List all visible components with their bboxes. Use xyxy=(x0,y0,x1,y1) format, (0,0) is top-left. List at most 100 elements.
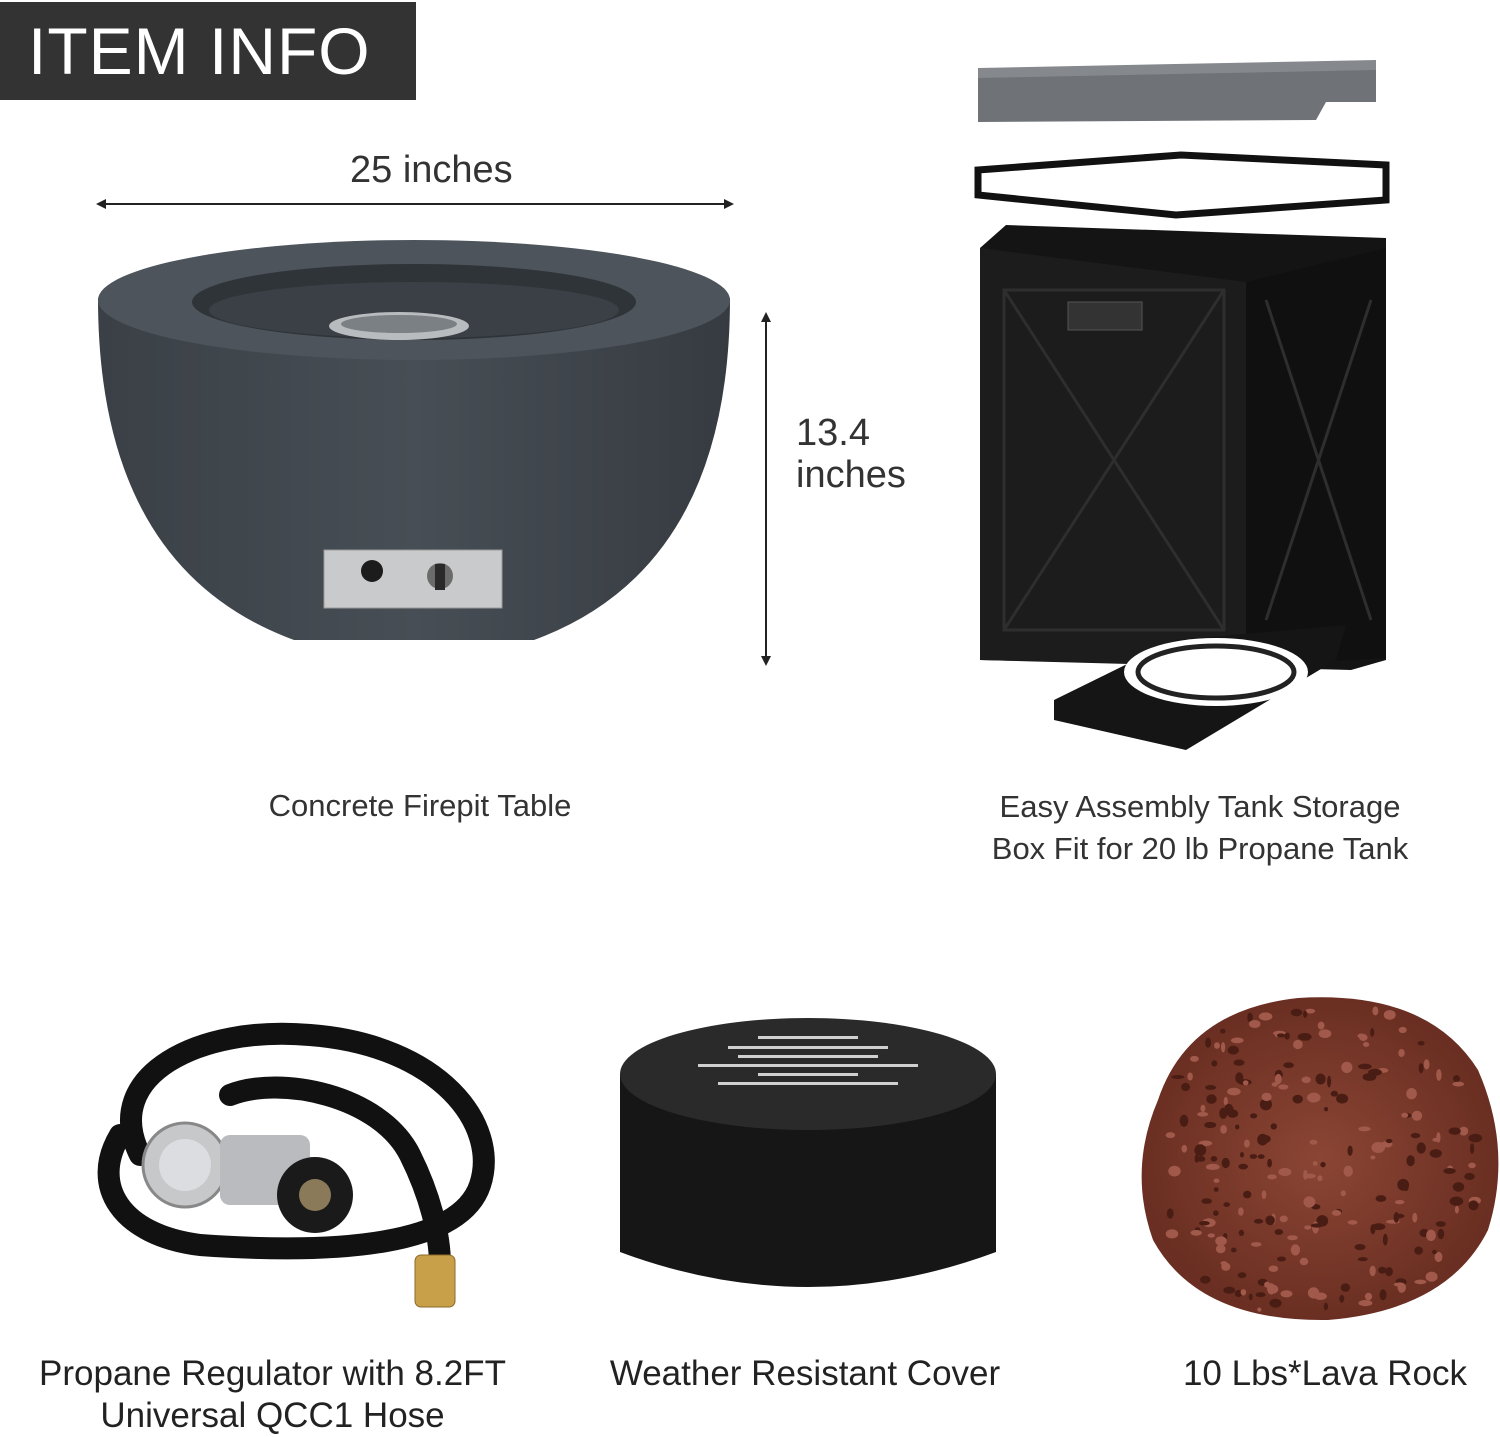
lava-rock-texture xyxy=(1257,1307,1262,1312)
lava-rock-texture xyxy=(1207,1233,1215,1238)
lava-rock-texture xyxy=(1287,1235,1298,1241)
lava-rock-texture xyxy=(1205,1037,1212,1048)
lava-rock-texture xyxy=(1347,1145,1353,1156)
lava-rock-texture xyxy=(1418,1063,1424,1074)
lava-rock-texture xyxy=(1240,1152,1244,1158)
lava-rock-texture xyxy=(1255,1292,1266,1298)
lava-rock-texture xyxy=(1181,1144,1188,1153)
lava-rock-texture xyxy=(1318,1029,1332,1038)
lava-rock-texture xyxy=(1280,1290,1293,1298)
lava-rock-texture xyxy=(1331,1210,1342,1216)
lava-rock-texture xyxy=(1242,1080,1249,1086)
lava-rock-texture xyxy=(1354,1244,1366,1251)
lava-rock-texture xyxy=(1283,1062,1294,1069)
lava-rock-texture xyxy=(1181,1082,1191,1092)
lava-rock-texture xyxy=(1432,1137,1441,1142)
lava-rock-texture xyxy=(1223,1202,1230,1207)
lava-rock-texture xyxy=(1238,1163,1248,1170)
lava-rock-texture xyxy=(1406,1088,1417,1100)
lava-rock-texture xyxy=(1224,1103,1234,1116)
lava-rock-texture xyxy=(1201,1198,1212,1204)
lava-rock-texture xyxy=(1197,1156,1206,1162)
lava-rock-texture xyxy=(1267,1174,1277,1180)
lava-rock-texture xyxy=(1470,1143,1475,1154)
lava-rock-texture xyxy=(1204,1121,1217,1129)
lava-rock-texture xyxy=(1364,1292,1373,1301)
lava-rock-texture xyxy=(1312,1161,1318,1166)
lava-rock-texture xyxy=(1198,1221,1210,1226)
lava-rock-texture xyxy=(1214,1042,1220,1049)
lava-rock-texture xyxy=(1369,1265,1376,1277)
lava-rock-texture xyxy=(1385,1138,1393,1144)
lava-rock-texture xyxy=(1211,1060,1218,1067)
lava-rock-texture xyxy=(1200,1104,1206,1113)
lava-rock-texture xyxy=(1358,1063,1372,1070)
lava-rock-texture xyxy=(1452,1081,1465,1087)
lava-rock-caption: 10 Lbs*Lava Rock xyxy=(1182,1354,1468,1393)
cover-caption: Weather Resistant Cover xyxy=(609,1354,1001,1393)
lava-rock-texture xyxy=(1279,1215,1288,1223)
lava-rock-texture xyxy=(1221,1157,1230,1169)
height-dimension-arrow xyxy=(761,312,771,666)
lava-rock-texture xyxy=(1412,1212,1418,1223)
lava-rock-texture xyxy=(1278,1167,1292,1177)
lava-rock-texture xyxy=(1363,1042,1370,1047)
lava-rock-texture xyxy=(1394,1200,1405,1205)
lava-rock-texture xyxy=(1401,1112,1409,1118)
lava-rock-texture xyxy=(1327,1075,1332,1088)
lava-rock-texture xyxy=(1340,1190,1346,1197)
lava-rock-texture xyxy=(1411,1110,1423,1121)
lava-rock-texture xyxy=(1414,1279,1427,1285)
lava-rock-texture xyxy=(1215,1236,1227,1246)
lava-rock-texture xyxy=(1370,1028,1375,1037)
lava-rock-texture xyxy=(1213,1178,1220,1183)
lava-rock-texture xyxy=(1227,1045,1239,1055)
lava-rock-texture xyxy=(1314,1292,1327,1300)
lava-rock-texture xyxy=(1359,1034,1368,1041)
height-dimension-label: 13.4 inches xyxy=(796,412,906,497)
lava-rock-texture xyxy=(1437,1228,1445,1240)
lava-rock-texture xyxy=(1385,1267,1393,1277)
lava-rock-texture xyxy=(1301,1076,1311,1084)
lava-rock-texture xyxy=(1221,1042,1226,1053)
lava-rock-texture xyxy=(1303,1010,1308,1018)
lava-rock-texture xyxy=(1210,1156,1218,1162)
lava-rock-texture xyxy=(1258,1012,1273,1021)
propane-regulator-image xyxy=(97,1022,495,1308)
lava-rock-texture xyxy=(1370,1224,1376,1235)
lava-rock-texture xyxy=(1261,1190,1267,1200)
lava-rock-texture xyxy=(1309,1139,1318,1145)
lava-rock-texture xyxy=(1339,1294,1345,1303)
lava-rock-texture xyxy=(1425,1271,1438,1282)
lava-rock-texture xyxy=(1340,1283,1351,1292)
lava-rock-texture xyxy=(1435,1221,1446,1227)
lava-rock-texture xyxy=(1234,1289,1243,1298)
lava-rock-texture xyxy=(1330,1090,1339,1097)
lava-rock-texture xyxy=(1468,1133,1483,1143)
lava-rock-texture xyxy=(1414,1246,1423,1255)
lava-rock-texture xyxy=(1231,1247,1237,1253)
lava-rock-texture xyxy=(1223,1286,1235,1294)
lava-rock-texture xyxy=(1393,1212,1399,1223)
lava-rock-texture xyxy=(1268,1265,1279,1272)
page-title: ITEM INFO xyxy=(0,2,416,100)
lava-rock-texture xyxy=(1197,1112,1209,1117)
regulator-caption-line1: Propane Regulator with 8.2FT xyxy=(39,1354,506,1393)
lava-rock-texture xyxy=(1370,1155,1376,1160)
lava-rock-texture xyxy=(1468,1162,1476,1169)
lava-rock-texture xyxy=(1267,1158,1272,1168)
lava-rock-texture xyxy=(1179,1114,1189,1127)
tank-storage-box-image xyxy=(974,60,1390,750)
lava-rock-texture xyxy=(1269,1298,1282,1308)
lava-rock-texture xyxy=(1257,1154,1265,1159)
lava-rock-texture xyxy=(1278,1084,1289,1090)
lava-rock-texture xyxy=(1194,1154,1199,1163)
lava-rock-texture xyxy=(1220,1028,1226,1034)
lava-rock-texture xyxy=(1253,1218,1264,1224)
lava-rock-texture xyxy=(1323,1302,1328,1311)
lava-rock-texture xyxy=(1270,1123,1277,1130)
lava-rock-texture xyxy=(1238,1229,1245,1236)
lava-rock-texture xyxy=(1449,1196,1464,1206)
lava-rock-texture xyxy=(1443,1168,1456,1174)
lava-rock-texture xyxy=(1265,1215,1275,1226)
